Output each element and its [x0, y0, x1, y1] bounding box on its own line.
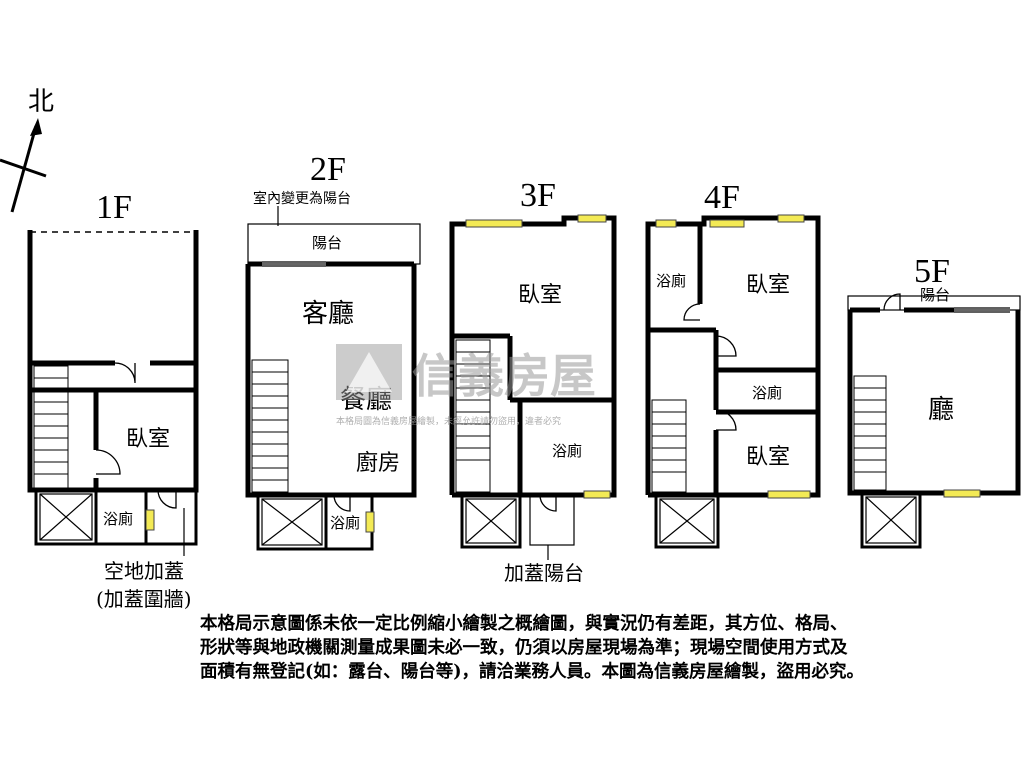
- north-compass: 北: [0, 87, 54, 213]
- window-3f-c: [583, 490, 611, 499]
- window-4f-a: [655, 219, 677, 228]
- floor-label-4f: 4F: [704, 179, 740, 216]
- floor-label-1f: 1F: [96, 189, 132, 226]
- window-2f: [365, 511, 375, 533]
- void-1f: [39, 493, 93, 541]
- callout-1f-extension: 空地加蓋: [104, 559, 184, 583]
- floor-5f: 5F 陽台 廳: [847, 253, 1021, 549]
- floor-label-5f: 5F: [914, 253, 950, 290]
- callout-1f-wall: (加蓋圍牆): [96, 587, 192, 611]
- window-1f: [145, 509, 155, 531]
- window-4f-b: [709, 219, 745, 228]
- floor-4f: 4F 浴廁 臥室 浴廁 臥室: [645, 179, 821, 549]
- floor-label-2f: 2F: [310, 151, 346, 188]
- room-4f-bedroom-b: 臥室: [746, 445, 790, 470]
- disclaimer-line-2: 形狀等與地政機關測量成果圖未必一致，仍須以房屋現場為準；現場空間使用方式及: [200, 638, 848, 658]
- north-label: 北: [28, 87, 54, 117]
- room-3f-bathroom: 浴廁: [552, 442, 582, 460]
- window-3f-b: [577, 214, 607, 223]
- room-1f-bedroom: 臥室: [126, 427, 170, 452]
- void-5f: [865, 496, 917, 544]
- room-5f-hall: 廳: [928, 395, 954, 425]
- window-5f: [943, 489, 981, 498]
- room-4f-bathroom-b: 浴廁: [752, 384, 782, 402]
- room-4f-bathroom-a: 浴廁: [656, 272, 686, 290]
- floor-3f: 3F 臥室 浴廁: [449, 177, 617, 560]
- room-3f-bedroom: 臥室: [518, 283, 562, 308]
- room-5f-balcony: 陽台: [920, 286, 950, 304]
- stair-3f: [455, 339, 491, 493]
- room-2f-balcony: 陽台: [312, 234, 342, 252]
- disclaimer: 本格局示意圖係未依一定比例縮小繪製之概繪圖，與實況仍有差距，其方位、格局、 形狀…: [200, 612, 990, 684]
- void-2f: [261, 498, 323, 546]
- watermark: 信義房屋 本格局圖為信義房屋繪製，未經允許請勿盜用，違者必究: [336, 344, 596, 427]
- note-2f-change: 室內變更為陽台: [253, 190, 351, 207]
- room-2f-living: 客廳: [302, 299, 354, 329]
- room-4f-bedroom-a: 臥室: [746, 273, 790, 298]
- watermark-sub: 本格局圖為信義房屋繪製，未經允許請勿盜用，違者必究: [336, 415, 561, 427]
- stair-5f: [853, 375, 887, 491]
- floor-label-3f: 3F: [520, 177, 556, 214]
- stair-1f: [33, 365, 69, 489]
- callout-3f-balcony: 加蓋陽台: [504, 561, 584, 585]
- watermark-brand: 信義房屋: [412, 349, 596, 403]
- floor-2f: 2F 室內變更為陽台 陽台 客廳 餐廳 廚房 浴廁: [245, 151, 421, 551]
- disclaimer-line-1: 本格局示意圖係未依一定比例縮小繪製之概繪圖，與實況仍有差距，其方位、格局、: [200, 614, 848, 634]
- window-3f-a: [465, 219, 523, 228]
- void-4f: [659, 498, 715, 544]
- window-4f-c: [777, 214, 805, 223]
- void-3f: [465, 498, 517, 544]
- stair-4f: [651, 399, 687, 493]
- window-4f-d: [767, 490, 811, 499]
- room-1f-bathroom: 浴廁: [103, 510, 133, 528]
- room-2f-kitchen: 廚房: [356, 451, 400, 476]
- disclaimer-line-3: 面積有無登記(如：露台、陽台等)，請洽業務人員。本圖為信義房屋繪製，盜用必究。: [200, 662, 865, 682]
- stair-2f: [251, 359, 289, 493]
- room-2f-bathroom: 浴廁: [330, 514, 360, 532]
- floor-1f: 1F 臥室 浴廁: [27, 189, 199, 556]
